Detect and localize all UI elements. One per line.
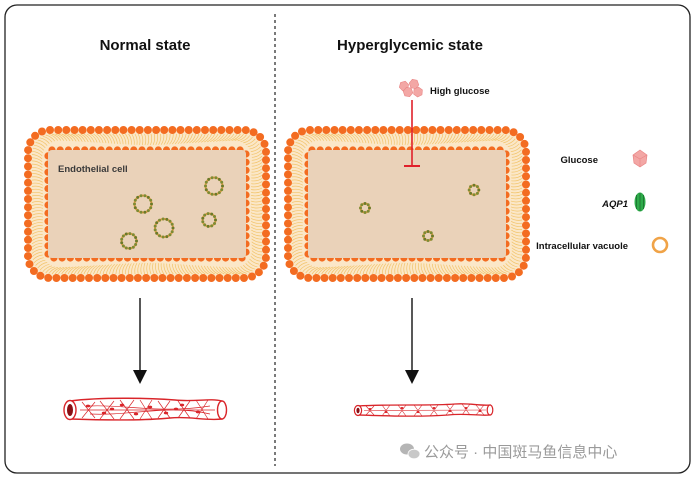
watermark: 公众号 · 中国斑马鱼信息中心 (400, 443, 617, 461)
cytoplasm-hyper (308, 150, 506, 258)
cytoplasm-normal (48, 150, 246, 258)
wechat-icon (400, 443, 421, 460)
legend: Glucose AQP1 Intracellular vacuole (536, 149, 669, 254)
legend-item-vacuole: Intracellular vacuole (536, 236, 669, 254)
legend-item-glucose: Glucose (561, 149, 648, 168)
intracellular-vacuole (120, 232, 138, 250)
intracellular-vacuole (204, 176, 224, 196)
blood-vessel-hyperglycemic (353, 403, 494, 417)
legend-item-aqp1: AQP1 (601, 192, 646, 212)
vacuole-icon (651, 236, 669, 254)
blood-vessel-normal (63, 397, 228, 421)
intracellular-vacuole (422, 230, 434, 242)
intracellular-vacuole (201, 212, 217, 228)
legend-label-vacuole: Intracellular vacuole (536, 241, 628, 252)
intracellular-vacuole (153, 217, 175, 239)
normal-state-title: Normal state (100, 37, 191, 54)
glucose-icon (632, 149, 648, 168)
endothelial-cell-label: Endothelial cell (58, 164, 128, 175)
intracellular-vacuole (133, 194, 153, 214)
arrow-hyper-to-vessel (405, 298, 419, 384)
intracellular-vacuole (359, 202, 371, 214)
endothelial-cell-normal (24, 126, 270, 282)
legend-label-aqp1: AQP1 (601, 199, 628, 210)
endothelial-cell-hyperglycemic (284, 126, 530, 282)
intracellular-vacuole (467, 183, 481, 197)
arrow-normal-to-vessel (133, 298, 147, 384)
hyperglycemic-state-title: Hyperglycemic state (337, 37, 483, 54)
high-glucose-label: High glucose (430, 86, 490, 97)
legend-label-glucose: Glucose (561, 155, 599, 166)
aqp1-icon (634, 192, 646, 212)
watermark-text: 公众号 · 中国斑马鱼信息中心 (424, 443, 617, 461)
inhibition-arrow (404, 100, 420, 167)
